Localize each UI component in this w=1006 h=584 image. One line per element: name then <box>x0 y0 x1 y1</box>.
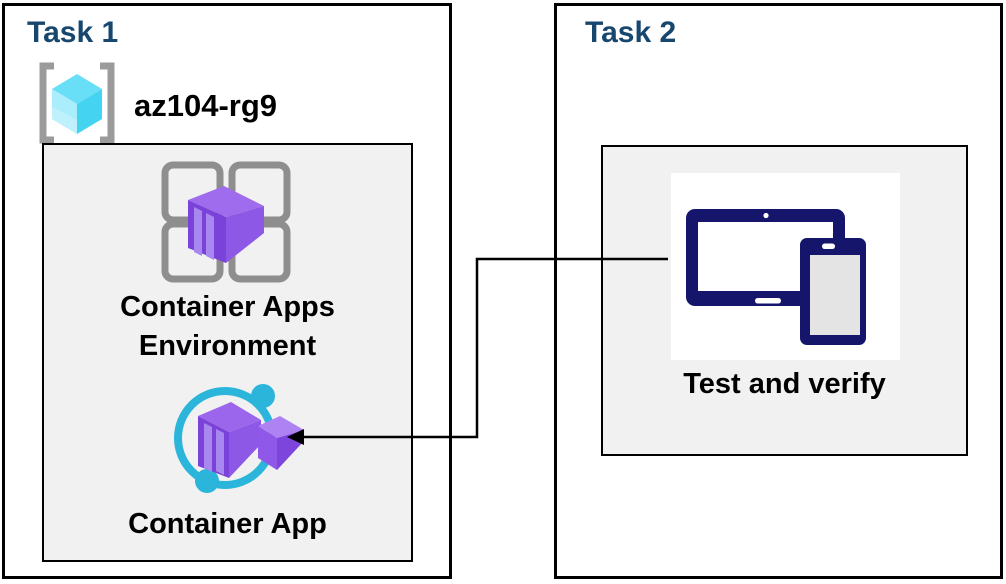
device-card <box>671 173 900 360</box>
resource-group-name: az104-rg9 <box>134 87 278 123</box>
test-and-verify-label: Test and verify <box>683 368 886 400</box>
resource-group-row: az104-rg9 <box>37 62 277 149</box>
container-app-icon <box>165 380 309 503</box>
resource-group-icon <box>37 62 117 149</box>
container-apps-environment-label: Container Apps Environment <box>120 291 335 362</box>
tablet-and-phone-icon <box>671 209 900 364</box>
task2-box: Task 2 Test and verify <box>554 3 1003 579</box>
container-apps-environment-icon <box>160 160 292 289</box>
task1-title: Task 1 <box>27 16 119 49</box>
task1-resources-panel: Container Apps Environment Container App <box>42 143 413 562</box>
task2-title: Task 2 <box>585 16 677 49</box>
container-app-label: Container App <box>128 508 327 540</box>
task2-panel: Test and verify <box>601 145 968 456</box>
task1-box: Task 1 az104-rg9 <box>2 3 452 579</box>
